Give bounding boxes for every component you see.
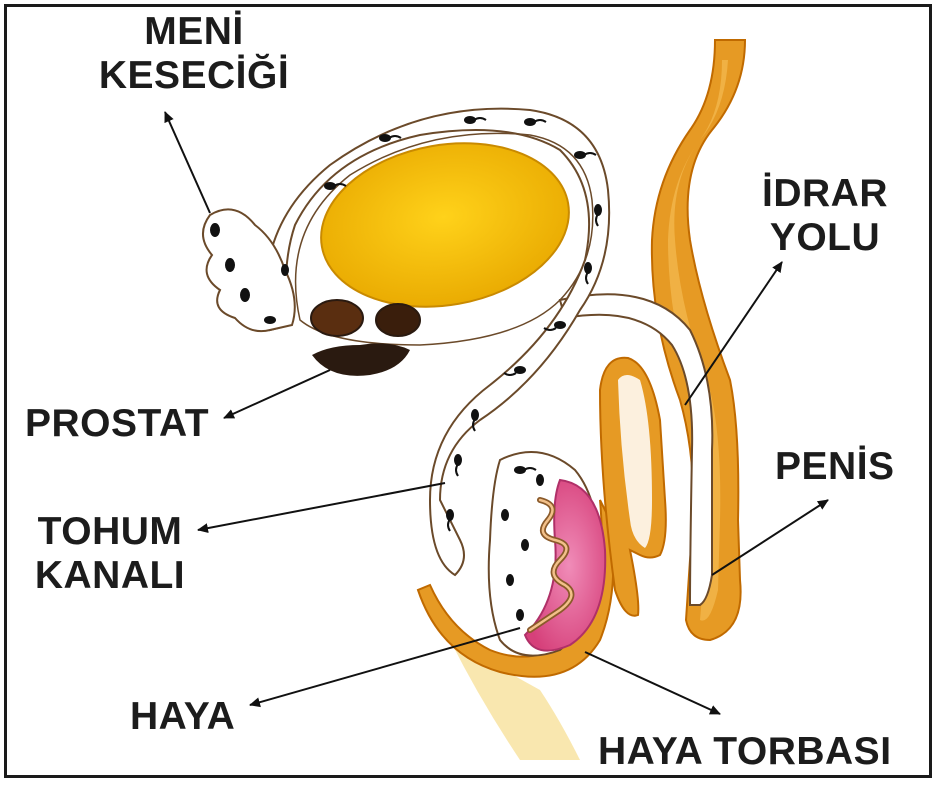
label-haya: HAYA <box>130 695 235 739</box>
label-prostat: PROSTAT <box>25 402 209 446</box>
label-meni-kesecigi-line1: MENİ <box>94 10 294 54</box>
label-meni-kesecigi: MENİ KESECİĞİ <box>94 10 294 98</box>
label-tohum-kanali-line2: KANALI <box>20 554 200 598</box>
prostate-right-lobe <box>376 304 420 336</box>
label-idrar-yolu: İDRAR YOLU <box>740 172 910 260</box>
label-tohum-kanali-line1: TOHUM <box>20 510 200 554</box>
label-meni-kesecigi-line2: KESECİĞİ <box>94 54 294 98</box>
label-idrar-yolu-line2: YOLU <box>740 216 910 260</box>
label-tohum-kanali: TOHUM KANALI <box>20 510 200 598</box>
label-idrar-yolu-line1: İDRAR <box>740 172 910 216</box>
label-haya-torbasi: HAYA TORBASI <box>598 730 892 774</box>
label-penis: PENİS <box>775 445 895 489</box>
prostate-left-lobe <box>311 300 363 336</box>
